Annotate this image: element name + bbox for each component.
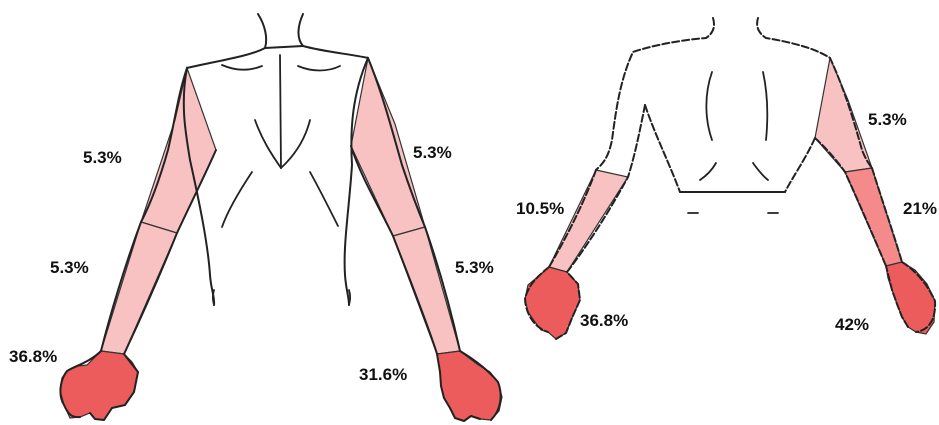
- back-lower-right: [753, 163, 768, 180]
- front-right-upper-arm-label: 5.3%: [413, 143, 452, 162]
- front-left-hand: [60, 351, 138, 420]
- front-left-clavicle: [222, 65, 262, 70]
- front-left-upper-arm: [141, 68, 216, 233]
- front-left-forearm-label: 5.3%: [50, 258, 89, 277]
- back-left-forearm-label: 10.5%: [516, 199, 564, 218]
- front-left-upper-arm-label: 5.3%: [83, 148, 122, 167]
- back-left-hand-label: 36.8%: [580, 311, 628, 330]
- back-lower-left: [700, 163, 716, 180]
- front-hip-right: [349, 290, 350, 305]
- front-right-hand: [437, 351, 502, 421]
- back-view: 10.5% 36.8% 5.3% 21% 42%: [516, 18, 937, 339]
- front-hip-left: [213, 290, 214, 305]
- back-right-flank: [785, 138, 815, 192]
- front-sternum-line: [280, 55, 281, 168]
- back-left-forearm: [549, 170, 628, 272]
- front-rib-left: [222, 172, 252, 227]
- front-chest-left: [255, 120, 281, 168]
- back-right-forearm: [845, 168, 902, 266]
- front-rib-right: [310, 172, 338, 226]
- back-right-forearm-label: 21%: [903, 199, 937, 218]
- front-right-hand-label: 31.6%: [359, 365, 407, 384]
- back-left-shoulder-blade: [706, 72, 712, 140]
- front-left-hand-label: 36.8%: [9, 347, 57, 366]
- back-right-hand-label: 42%: [835, 315, 869, 334]
- front-view: 5.3% 5.3% 36.8% 5.3% 5.3% 31.6%: [9, 14, 502, 421]
- front-right-clavicle: [298, 66, 340, 71]
- back-right-hand: [886, 262, 935, 334]
- back-torso-outline: [596, 18, 714, 170]
- front-left-forearm: [101, 222, 177, 354]
- front-neck-line: [265, 46, 303, 48]
- front-chest-right: [281, 120, 310, 168]
- front-right-forearm: [393, 227, 460, 354]
- back-right-shoulder-blade: [763, 72, 767, 140]
- back-right-upper-arm-label: 5.3%: [868, 110, 907, 129]
- back-left-flank: [645, 105, 680, 192]
- front-right-forearm-label: 5.3%: [455, 258, 494, 277]
